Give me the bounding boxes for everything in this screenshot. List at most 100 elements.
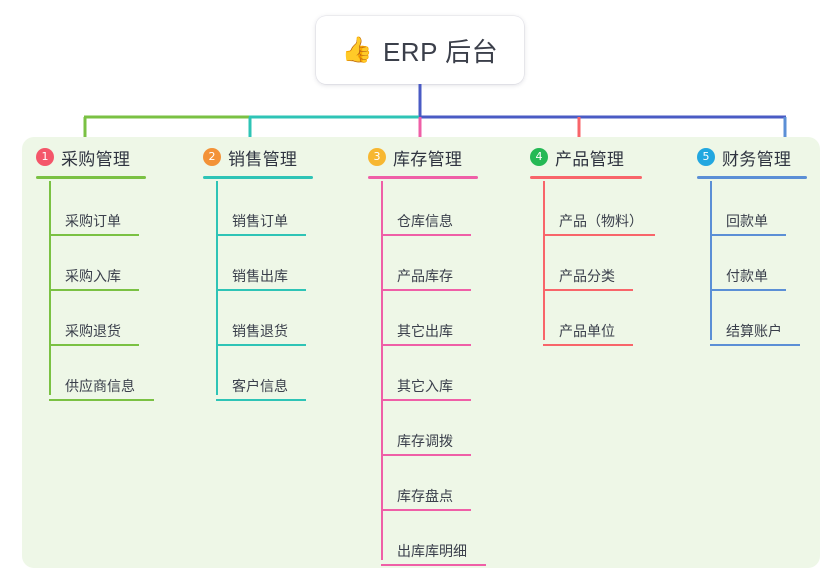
branch-item[interactable]: 其它入库 [381,346,478,401]
branch-item[interactable]: 付款单 [710,236,807,291]
branch-item[interactable]: 产品分类 [543,236,642,291]
branch-item[interactable]: 其它出库 [381,291,478,346]
root-node-content: 👍 ERP 后台 [342,32,498,69]
branch-item-label: 产品单位 [559,323,615,339]
branch-underline [203,176,313,179]
branch-items: 回款单付款单结算账户 [697,181,807,346]
branch-item-label: 结算账户 [726,323,782,339]
branch-item-underline [49,234,139,236]
branch-number-badge: 4 [530,148,548,166]
branch-item-label: 销售退货 [232,323,288,339]
branch-item-label: 采购入库 [65,268,121,284]
branch-number-badge: 5 [697,148,715,166]
branch-item[interactable]: 采购订单 [49,181,146,236]
branch-item[interactable]: 采购退货 [49,291,146,346]
branch-item-underline [49,289,139,291]
branch-underline [368,176,478,179]
branch-spine [49,181,51,395]
branch-item[interactable]: 采购入库 [49,236,146,291]
branches-panel [22,137,820,568]
branch-item-label: 出库库明细 [397,543,467,559]
branch-item[interactable]: 产品（物料） [543,181,655,236]
branch-item-underline [49,344,139,346]
branch-item-underline [381,289,471,291]
branch-title: 财务管理 [722,149,792,169]
branch-header-3[interactable]: 3 库存管理 [368,145,478,169]
branch-item-label: 销售出库 [232,268,288,284]
branch-item-label: 仓库信息 [397,213,453,229]
branch-item-label: 客户信息 [232,378,288,394]
branch-item[interactable]: 销售订单 [216,181,313,236]
branch-items: 仓库信息产品库存其它出库其它入库库存调拨库存盘点出库库明细 [368,181,486,566]
branch-column-5: 5 财务管理回款单付款单结算账户 [697,145,807,346]
branch-item-label: 回款单 [726,213,768,229]
root-node-card[interactable]: 👍 ERP 后台 [316,16,524,84]
branch-item-label: 产品分类 [559,268,615,284]
branch-header-1[interactable]: 1 采购管理 [36,145,146,169]
branch-underline [697,176,807,179]
branch-item-underline [216,399,306,401]
branch-item-underline [381,399,471,401]
branch-item[interactable]: 库存调拨 [381,401,478,456]
branch-title: 产品管理 [555,149,625,169]
branch-item[interactable]: 库存盘点 [381,456,478,511]
branch-spine [381,181,383,560]
branch-item-label: 付款单 [726,268,768,284]
branch-item[interactable]: 客户信息 [216,346,313,401]
branch-item[interactable]: 出库库明细 [381,511,486,566]
branch-spine [216,181,218,395]
branch-items: 采购订单采购入库采购退货供应商信息 [36,181,154,401]
branch-item[interactable]: 产品库存 [381,236,478,291]
branch-item-label: 库存调拨 [397,433,453,449]
branch-item-underline [49,399,154,401]
branch-number-badge: 2 [203,148,221,166]
branch-underline [36,176,146,179]
branch-item-underline [543,344,633,346]
branch-column-3: 3 库存管理仓库信息产品库存其它出库其它入库库存调拨库存盘点出库库明细 [368,145,486,566]
branch-item[interactable]: 销售退货 [216,291,313,346]
branch-item[interactable]: 产品单位 [543,291,642,346]
branch-title: 采购管理 [61,149,131,169]
branch-item-label: 产品（物料） [559,213,643,229]
branch-item-underline [216,234,306,236]
branch-item-underline [381,234,471,236]
branch-number-badge: 3 [368,148,386,166]
branch-header-4[interactable]: 4 产品管理 [530,145,642,169]
branch-item-underline [543,234,655,236]
branch-underline [530,176,642,179]
branch-item[interactable]: 仓库信息 [381,181,478,236]
branch-column-1: 1 采购管理采购订单采购入库采购退货供应商信息 [36,145,154,401]
branch-items: 销售订单销售出库销售退货客户信息 [203,181,313,401]
branch-item-underline [381,344,471,346]
branch-item[interactable]: 结算账户 [710,291,807,346]
branch-item-label: 库存盘点 [397,488,453,504]
branch-spine [543,181,545,340]
branch-item-label: 销售订单 [232,213,288,229]
branch-item-underline [710,234,786,236]
branch-column-4: 4 产品管理产品（物料） 产品分类产品单位 [530,145,655,346]
branch-title: 库存管理 [393,149,463,169]
branch-item-underline [381,454,471,456]
branch-item-underline [543,289,633,291]
branch-item[interactable]: 供应商信息 [49,346,154,401]
branch-item-label: 其它入库 [397,378,453,394]
branch-spine [710,181,712,340]
branch-number-badge: 1 [36,148,54,166]
branch-item-label: 采购订单 [65,213,121,229]
branch-item-underline [710,289,786,291]
root-node-title: ERP 后台 [382,36,499,67]
branch-item-underline [710,344,800,346]
branch-item-label: 采购退货 [65,323,121,339]
branch-item-underline [381,509,471,511]
branch-item-label: 产品库存 [397,268,453,284]
branch-item[interactable]: 回款单 [710,181,807,236]
branch-item[interactable]: 销售出库 [216,236,313,291]
branch-item-underline [381,564,486,566]
branch-item-label: 供应商信息 [65,378,135,394]
branch-item-label: 其它出库 [397,323,453,339]
thumbs-up-emoji: 👍 [341,35,373,64]
branch-header-5[interactable]: 5 财务管理 [697,145,807,169]
